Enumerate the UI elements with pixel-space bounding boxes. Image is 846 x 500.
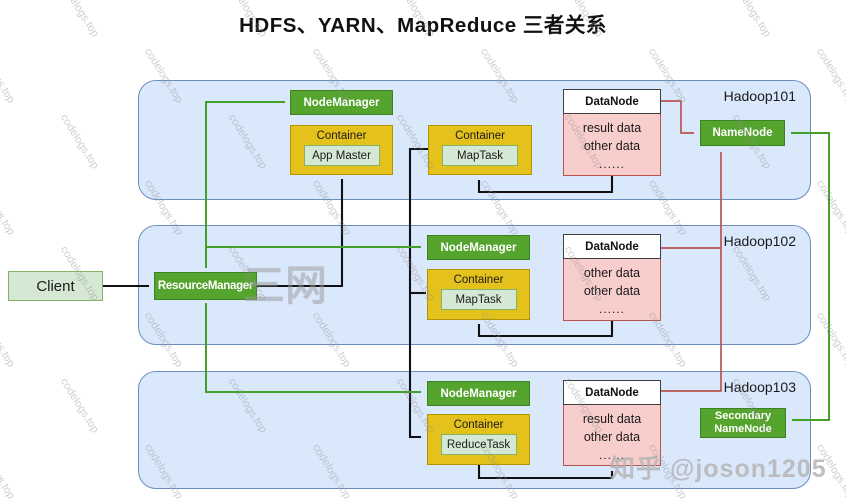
- hadoop101-datanode: DataNode result data other data ......: [563, 89, 661, 176]
- container-label: Container: [453, 419, 504, 431]
- tile-watermark: codelogs.top: [57, 376, 102, 436]
- data-row: other data: [583, 430, 641, 444]
- client-box: Client: [8, 271, 103, 301]
- container-label: Container: [316, 130, 367, 142]
- zhihu-credit-watermark: 知乎 @joson1205: [610, 455, 827, 483]
- container-label: Container: [453, 274, 504, 286]
- tile-watermark: codelogs.top: [0, 178, 18, 238]
- hadoop101-appmaster-container: Container App Master: [290, 125, 393, 175]
- tile-watermark: codelogs.top: [813, 46, 846, 106]
- maptask-box: MapTask: [440, 289, 517, 310]
- data-row: other data: [583, 266, 641, 280]
- maptask-box: MapTask: [442, 145, 518, 166]
- hadoop102-maptask-container: Container MapTask: [427, 269, 530, 320]
- hadoop103-datanode: DataNode result data other data ......: [563, 380, 661, 466]
- tile-watermark: codelogs.top: [57, 112, 102, 172]
- hadoop102-nodemanager-box: NodeManager: [427, 235, 530, 260]
- appmaster-task-box: App Master: [303, 145, 380, 166]
- tile-watermark: codelogs.top: [0, 46, 18, 106]
- diagram-title: HDFS、YARN、MapReduce 三者关系: [239, 14, 607, 37]
- hadoop103-reducetask-container: Container ReduceTask: [427, 414, 530, 465]
- hadoop103-label: Hadoop103: [723, 379, 796, 395]
- datanode-data-list: result data other data ......: [563, 405, 661, 466]
- hadoop101-maptask-container: Container MapTask: [428, 125, 532, 175]
- tile-watermark: codelogs.top: [813, 310, 846, 370]
- reducetask-box: ReduceTask: [440, 434, 517, 455]
- datanode-title: DataNode: [563, 89, 661, 114]
- tile-watermark: codelogs.top: [0, 442, 18, 500]
- hadoop102-label: Hadoop102: [723, 233, 796, 249]
- hadoop101-label: Hadoop101: [723, 88, 796, 104]
- data-row: other data: [583, 139, 641, 153]
- secondary-namenode-box: Secondary NameNode: [700, 408, 786, 438]
- tile-watermark: codelogs.top: [0, 310, 18, 370]
- datanode-title: DataNode: [563, 234, 661, 259]
- tile-watermark: codelogs.top: [813, 178, 846, 238]
- data-row: ......: [598, 157, 625, 171]
- hadoop102-datanode: DataNode other data other data ......: [563, 234, 661, 321]
- data-row: ......: [598, 448, 625, 462]
- resourcemanager-box: ResourceManager: [154, 272, 257, 300]
- datanode-title: DataNode: [563, 380, 661, 405]
- datanode-data-list: result data other data ......: [563, 114, 661, 176]
- hadoop101-nodemanager-box: NodeManager: [290, 90, 393, 115]
- data-row: result data: [582, 412, 642, 426]
- data-row: result data: [582, 121, 642, 135]
- center-watermark: 三网: [243, 262, 328, 309]
- hadoop103-nodemanager-box: NodeManager: [427, 381, 530, 406]
- data-row: ......: [598, 302, 625, 316]
- namenode-box: NameNode: [700, 120, 785, 146]
- container-label: Container: [455, 130, 505, 142]
- datanode-data-list: other data other data ......: [563, 259, 661, 321]
- data-row: other data: [583, 284, 641, 298]
